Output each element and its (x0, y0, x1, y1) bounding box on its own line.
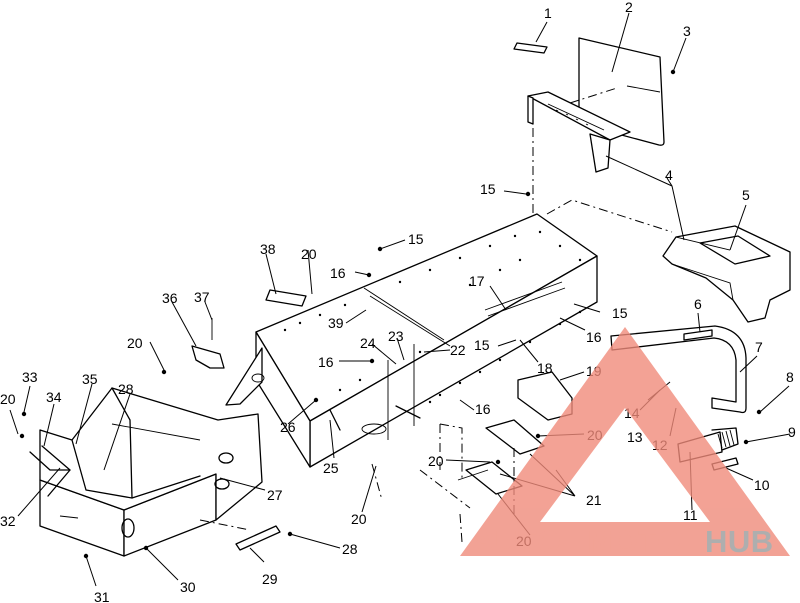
watermark-triangle-icon (460, 327, 790, 556)
callout-11: 11 (683, 507, 698, 523)
watermark-text-hub: HUB (705, 524, 774, 559)
part-plate-1 (513, 42, 548, 54)
callout-3: 3 (683, 23, 691, 39)
callout-20c: 20 (0, 391, 16, 407)
callout-36: 36 (162, 290, 178, 306)
callout-35: 35 (82, 371, 98, 387)
callout-4: 4 (665, 167, 673, 183)
part-shield-5 (662, 225, 791, 323)
part-small-parts-22-23 (329, 405, 421, 431)
callout-23: 23 (388, 328, 404, 344)
callout-16d: 16 (475, 401, 491, 417)
callout-15a: 15 (480, 181, 496, 197)
callout-15c: 15 (612, 305, 628, 321)
callout-33: 33 (22, 369, 38, 385)
callout-32: 32 (0, 513, 16, 529)
callout-26: 26 (280, 419, 296, 435)
callout-24: 24 (360, 335, 376, 351)
fastener-dot (525, 191, 531, 197)
callout-18: 18 (537, 360, 553, 376)
callout-16a: 16 (330, 265, 346, 281)
part-bar-29 (235, 525, 281, 551)
callout-34: 34 (46, 389, 62, 405)
callout-27: 27 (267, 487, 283, 503)
callout-20b: 20 (127, 335, 143, 351)
callout-15d: 15 (474, 337, 490, 353)
part-bracket-4 (527, 91, 631, 173)
callout-38: 38 (260, 241, 276, 257)
watermark-text-auto: AUTO (472, 524, 561, 559)
callout-16b: 16 (586, 329, 602, 345)
callout-17: 17 (469, 273, 485, 289)
callout-20a: 20 (301, 246, 317, 262)
part-front-frame (29, 387, 263, 557)
callout-22: 22 (450, 342, 466, 358)
callout-13: 13 (627, 429, 643, 445)
callout-30: 30 (180, 579, 196, 595)
callout-31: 31 (94, 589, 110, 603)
part-tunnel (225, 213, 598, 468)
callout-8: 8 (786, 369, 794, 385)
part-plate-6 (683, 329, 713, 341)
part-plate-38 (265, 289, 307, 307)
callout-15b: 15 (408, 231, 424, 247)
callout-5: 5 (742, 187, 750, 203)
callout-37: 37 (194, 289, 210, 305)
callout-2: 2 (625, 0, 633, 15)
callout-20e: 20 (428, 453, 444, 469)
callout-28b: 28 (342, 541, 358, 557)
callout-10: 10 (754, 477, 770, 493)
callout-21: 21 (586, 492, 602, 508)
callout-9: 9 (788, 424, 796, 440)
callout-29: 29 (262, 571, 278, 587)
callout-39: 39 (328, 315, 344, 331)
part-clip-36-37 (191, 318, 225, 369)
callout-20f: 20 (351, 511, 367, 527)
watermark-logo: AUTO MOTO HUB (460, 327, 790, 559)
callout-7: 7 (755, 339, 763, 355)
watermark-text-moto: MOTO (587, 524, 681, 559)
callout-25: 25 (323, 460, 339, 476)
callout-16c: 16 (318, 354, 334, 370)
part-bumper-7 (610, 325, 747, 414)
callout-28a: 28 (118, 381, 134, 397)
callout-1: 1 (544, 5, 552, 21)
callout-6: 6 (694, 296, 702, 312)
